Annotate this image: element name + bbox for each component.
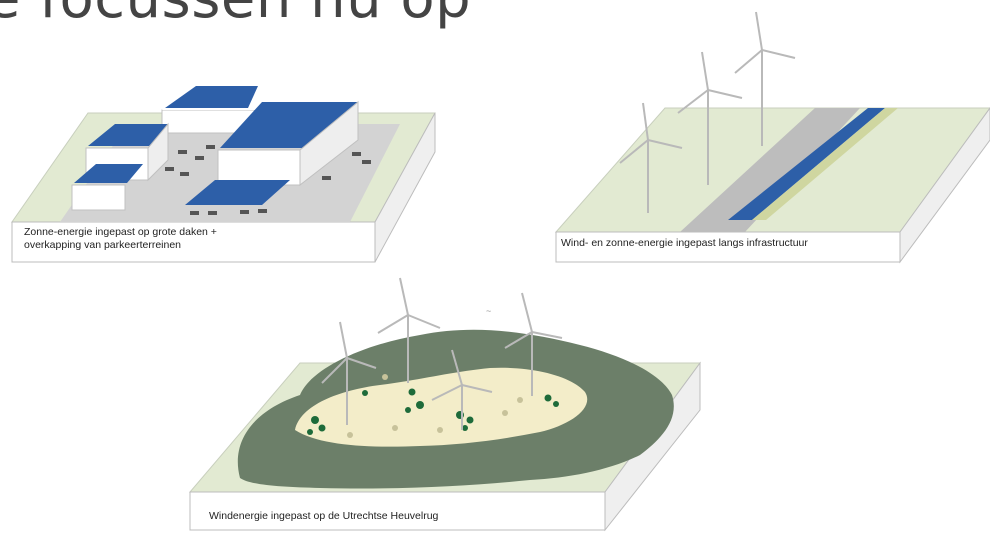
solar-strip-edge	[752, 108, 898, 220]
parked-cars	[165, 145, 371, 215]
solar-roof-3	[74, 164, 143, 183]
solar-roof-1	[165, 86, 258, 108]
stray-mark: ~	[486, 306, 492, 316]
caption-solar-roofs-line1: Zonne-energie ingepast op grote daken +	[24, 226, 217, 238]
shrubs	[347, 374, 523, 438]
road	[680, 108, 860, 232]
wind-turbines	[321, 277, 563, 430]
solar-strip	[728, 108, 885, 220]
wind-turbines	[619, 11, 796, 213]
slide-title: e focussen nu op	[0, 0, 471, 31]
block-side	[899, 107, 990, 264]
block-side	[374, 112, 436, 263]
solar-roof-4	[220, 102, 358, 148]
caption-solar-roofs: Zonne-energie ingepast op grote daken + …	[24, 226, 217, 252]
caption-solar-roofs-line2: overkapping van parkeerterreinen	[24, 239, 182, 251]
solar-carport	[185, 180, 290, 205]
caption-heuvelrug: Windenergie ingepast op de Utrechtse Heu…	[209, 510, 439, 522]
caption-infrastructure: Wind- en zonne-energie ingepast langs in…	[561, 237, 808, 249]
solar-roof-2	[88, 124, 168, 146]
clearing	[295, 367, 588, 447]
